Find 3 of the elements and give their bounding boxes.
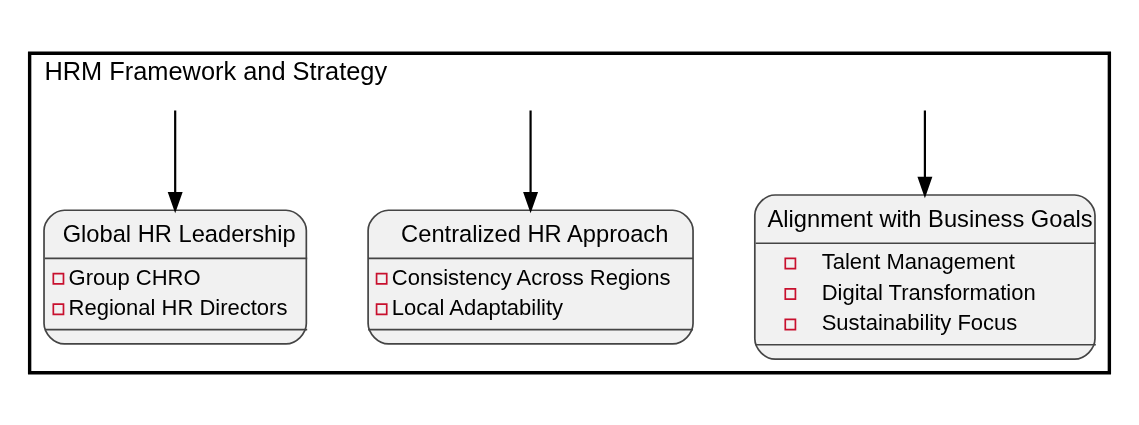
arrow — [167, 110, 183, 213]
arrow — [523, 110, 539, 213]
arrow — [917, 110, 933, 198]
